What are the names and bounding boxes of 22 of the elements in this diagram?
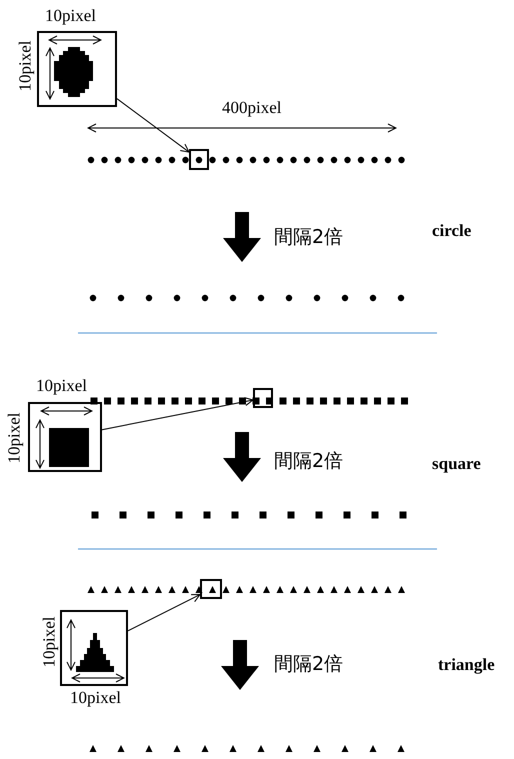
arrow	[102, 397, 254, 430]
zoom-box	[37, 31, 117, 107]
highlight-box	[200, 579, 222, 599]
dimension-label: 10pixel	[36, 377, 87, 394]
arrow	[116, 98, 190, 153]
dimension-label: 10pixel	[45, 7, 96, 24]
shape-label: triangle	[438, 656, 495, 673]
highlight-box	[189, 149, 209, 170]
spacing-label: 間隔2倍	[274, 228, 344, 247]
dimension-label: 400pixel	[222, 99, 282, 116]
highlight-box	[253, 388, 273, 408]
zoom-box	[28, 402, 102, 472]
dimension-label: 10pixel	[6, 412, 22, 464]
dimension-label: 10pixel	[70, 689, 121, 706]
arrow	[128, 594, 200, 632]
shape-label: circle	[432, 222, 472, 239]
dimension-label: 10pixel	[16, 40, 34, 92]
spacing-label: 間隔2倍	[274, 452, 344, 471]
dimension-label: 10pixel	[40, 616, 58, 668]
zoom-box	[60, 610, 128, 686]
spacing-label: 間隔2倍	[274, 655, 344, 674]
shape-label: square	[432, 455, 481, 472]
